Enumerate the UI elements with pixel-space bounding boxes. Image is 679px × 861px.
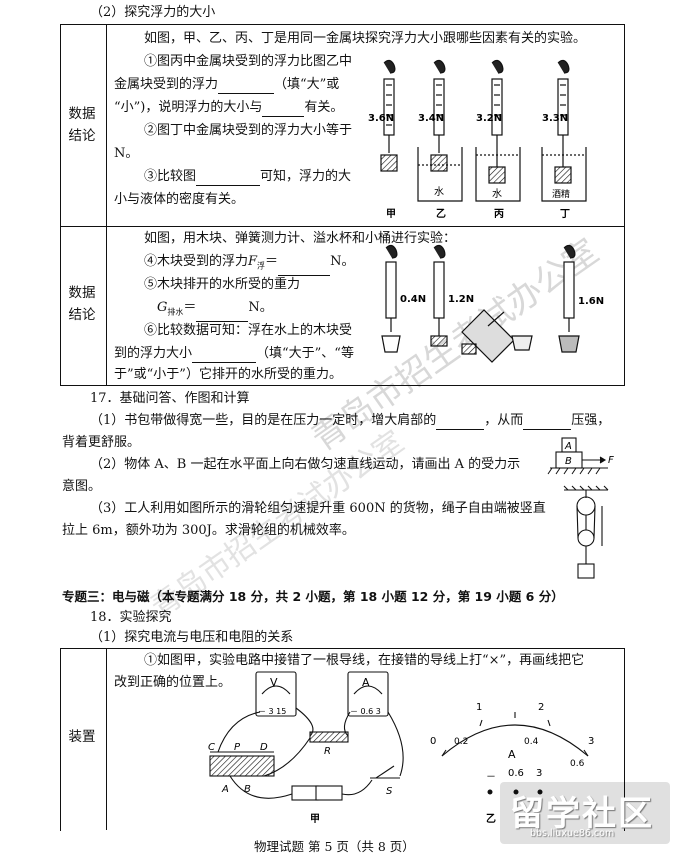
rheo-P: P [234,742,241,753]
label-A: A [564,441,572,452]
reading-wood-1: 0.4N [400,294,426,305]
dial-unit: A [508,748,516,761]
q17-p3-line2: 拉上 6m，额外功为 300J。求滑轮组的机械效率。 [62,523,355,538]
dial-top-2: 2 [538,702,544,713]
figure-circuit: V － 3 15 A － 0.6 3 R S C P D A B 甲 [208,671,404,825]
voltmeter-label: V [270,676,278,689]
q17-p1-line1: （1）书包带做得宽一些，目的是在压力一定时，增大肩部的，从而压强， [90,413,611,430]
label-B: B [565,456,572,467]
spring-scale-4 [541,59,587,202]
figure-buoyancy-metal: 3.6N 3.4N 3.2N 3.3N 水 水 酒精 甲 乙 丙 丁 [368,59,587,220]
dial-bottom-2: 0.6 [570,759,585,769]
table-1 [60,24,625,386]
figure-pulley [563,485,609,579]
q17-p3-line1: （3）工人利用如图所示的滑轮组匀速提升重 600N 的货物，绳子自由端被竖直 [90,501,546,516]
reading-wood-2: 1.2N [448,294,474,305]
switch-label: S [386,786,393,797]
figure-blocks-ab: A B F [547,437,614,475]
rheo-B: B [244,784,251,795]
caption-3: 丙 [494,208,504,220]
figure-buoyancy-wood: 0.4N 1.2N 1.6N [381,244,604,363]
resistor-label: R [324,746,331,757]
row2-q6-line1: ⑥比较数据可知：浮在水上的木块受 [144,323,353,338]
terminal-06: 0.6 [508,768,524,779]
caption-2: 乙 [436,208,446,220]
row2-q6-line2: 到的浮力大小（填“大于”、“等 [114,346,354,363]
row1-q3-line1: ③比较图可知，浮力的大 [144,169,352,186]
q17-p2-line2: 意图。 [62,479,102,494]
spring-scale-1 [380,59,398,172]
row2-q5-line2: G排水＝N。 [157,299,273,322]
rheo-A: A [221,784,229,795]
row2-q5-line1: ⑤木块排开的水所受的重力 [144,277,301,292]
q18-title: 18．实验探究 [90,610,172,625]
caption-1: 甲 [386,208,396,220]
rheo-D: D [260,742,268,753]
liquid-1: 水 [434,186,444,198]
circuit-caption: 甲 [310,813,320,825]
dial-bottom-1: 0.4 [524,737,539,747]
q18-sub: （1）探究电流与电压和电阻的关系 [90,630,294,645]
reading-4: 3.3N [542,113,568,124]
instruction-line2: 改到正确的位置上。 [114,675,232,690]
q17-title: 17．基础问答、作图和计算 [90,391,250,406]
row1-intro: 如图，甲、乙、丙、丁是用同一金属块探究浮力大小跟哪些因素有关的实验。 [144,31,587,46]
logo-url: bbs.liuxue86.com [530,828,615,839]
row1-q3-line2: 小与液体的密度有关。 [114,192,245,207]
spring-scale-3 [475,59,521,202]
rheo-C: C [208,742,215,753]
row-label: 数据 结论 [68,285,96,323]
reading-wood-3: 1.6N [578,296,604,307]
dial-top-3: 3 [588,736,594,747]
figure-ammeter-dial: 0 1 2 3 0.2 0.4 0.6 A － 0.6 3 乙 [430,702,594,825]
site-logo: 留学社区 bbs.liuxue86.com [500,782,670,844]
row1-q2-line1: ②图丁中金属块受到的浮力大小等于 [144,123,353,138]
row1-q2-line2: N。 [114,146,139,161]
row2-q4: ④木块受到的浮力F浮＝N。 [144,253,354,276]
ammeter-scale: － 0.6 3 [350,707,381,716]
q17-p1-line2: 背着更舒服。 [62,435,141,450]
row-label-device: 装置 [68,729,96,745]
table-2 [60,648,625,831]
row1-q1-line3: “小”)，说明浮力的大小与有关。 [114,100,344,117]
page-footer: 物理试题 第 5 页（共 8 页） [254,839,415,854]
voltmeter-scale: － 3 15 [258,707,286,716]
reading-3: 3.2N [476,113,502,124]
instruction-line1: ①如图甲，实验电路中接错了一根导线，在接错的导线上打“×”，再画线把它 [144,653,585,668]
row1-q1-line2: 金属块受到的浮力（填“大”或 [114,77,340,94]
reading-2: 3.4N [418,113,444,124]
row-label: 数据 结论 [68,106,96,144]
liquid-2: 水 [492,188,502,200]
dial-top-1: 1 [476,702,482,713]
dial-top-0: 0 [430,736,436,747]
liquid-3: 酒精 [552,188,570,200]
dial-bottom-0: 0.2 [454,737,468,747]
label-F: F [608,455,614,466]
ammeter-label: A [362,676,370,689]
section-heading: （2）探究浮力的大小 [90,5,216,20]
terminal-3: 3 [536,768,542,779]
row2-intro: 如图，用木块、弹簧测力计、溢水杯和小桶进行实验： [144,231,457,246]
q17-p2-line1: （2）物体 A、B 一起在水平面上向右做匀速直线运动，请画出 A 的受力示 [90,457,521,472]
row2-q6-line3: 于”或“小于”）它排开的水所受的重力。 [114,367,342,382]
reading-1: 3.6N [368,113,394,124]
spring-scale-2 [417,59,463,202]
caption-4: 丁 [560,208,570,220]
terminal-neg: － [486,772,496,783]
dial-caption: 乙 [486,813,496,825]
logo-text: 留学社区 [510,794,654,834]
row1-q1-line1: ①图丙中金属块受到的浮力比图乙中 [144,54,353,69]
topic3-heading: 专题三：电与磁（本专题满分 18 分，共 2 小题，第 18 小题 12 分，第… [62,589,564,604]
